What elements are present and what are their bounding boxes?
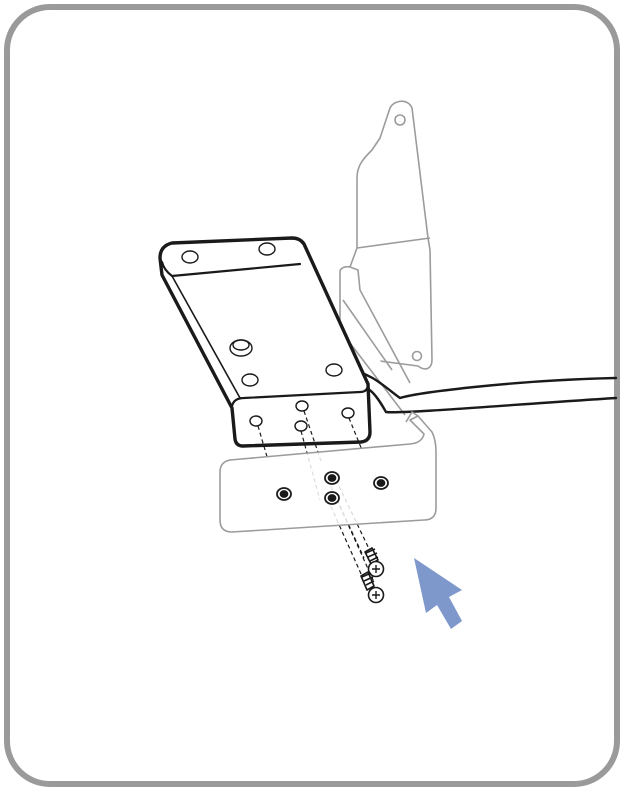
screw-bottom bbox=[361, 572, 384, 603]
device-housing bbox=[160, 238, 370, 446]
insert-direction-arrow bbox=[414, 558, 462, 629]
